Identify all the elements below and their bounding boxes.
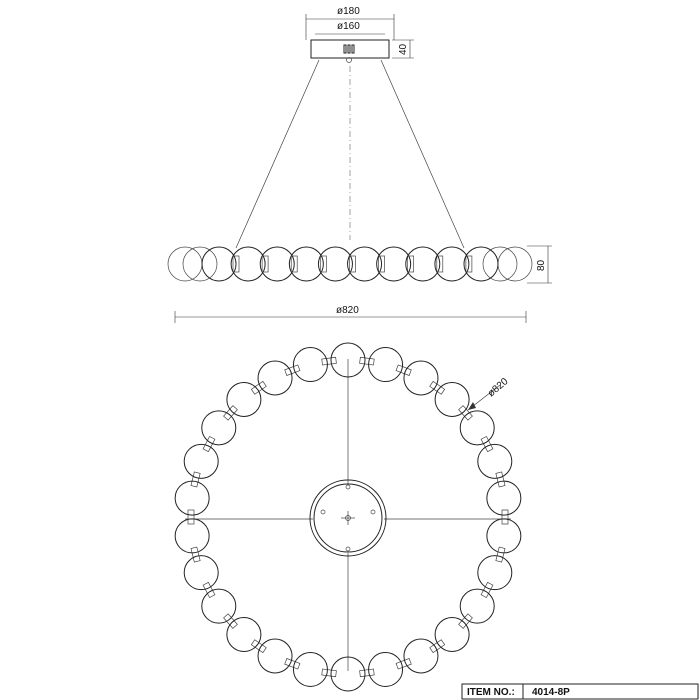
side-sphere-connector — [436, 255, 444, 273]
dim-canopy-height: 40 — [392, 39, 414, 59]
side-sphere-connector — [407, 255, 415, 273]
top-sphere-connector — [202, 435, 216, 453]
top-sphere — [257, 638, 293, 674]
top-sphere — [368, 651, 404, 687]
dim-canopy-height-label: 40 — [398, 43, 409, 55]
top-sphere-connector — [501, 509, 509, 525]
top-sphere — [330, 342, 366, 378]
top-sphere — [434, 381, 470, 417]
top-sphere — [174, 480, 210, 516]
top-sphere-connector — [395, 364, 412, 376]
top-sphere-connector — [359, 356, 375, 366]
top-sphere-connector — [429, 639, 446, 654]
dim-ring-width: ø820 — [174, 305, 527, 323]
dim-ring-width-label: ø820 — [336, 305, 359, 316]
side-view: ø180 ø160 40 80 ø820 — [167, 6, 552, 323]
top-sphere-connector — [480, 581, 494, 599]
top-sphere — [292, 347, 328, 383]
top-sphere-connector — [495, 471, 506, 488]
top-sphere — [486, 518, 522, 554]
top-sphere-connector — [250, 380, 267, 395]
dim-canopy-inner: ø160 — [315, 21, 385, 35]
top-sphere-connector — [458, 613, 473, 629]
side-sphere — [182, 246, 218, 282]
top-sphere-connector — [395, 658, 412, 670]
top-sphere — [477, 443, 513, 479]
item-number-label: ITEM NO.: — [467, 687, 515, 698]
top-sphere-connector — [321, 356, 337, 366]
side-sphere — [434, 246, 470, 282]
dim-ring-diameter-label: ø820 — [486, 376, 511, 399]
top-sphere-connector — [480, 435, 494, 453]
suspension-cable-right — [380, 59, 465, 249]
dim-ring-height-label: 80 — [536, 259, 547, 271]
top-sphere — [434, 617, 470, 653]
dim-ring-height: 80 — [527, 245, 552, 284]
top-sphere-connector — [190, 471, 201, 488]
top-sphere — [477, 555, 513, 591]
top-sphere-connector — [284, 364, 301, 376]
side-sphere — [347, 246, 383, 282]
dim-ring-diameter: ø820 — [467, 376, 511, 411]
side-sphere — [230, 246, 266, 282]
side-sphere — [317, 246, 353, 282]
side-sphere — [201, 246, 237, 282]
item-number-value: 4014-8P — [532, 687, 570, 698]
top-sphere — [368, 347, 404, 383]
top-sphere — [330, 656, 366, 692]
top-sphere-connector — [359, 668, 375, 678]
side-sphere — [167, 246, 203, 282]
side-sphere-connector — [290, 255, 298, 273]
top-sphere-connector — [187, 509, 195, 525]
dim-canopy-inner-label: ø160 — [337, 21, 360, 32]
top-sphere-connector — [190, 546, 201, 563]
side-sphere — [497, 246, 533, 282]
top-sphere — [201, 588, 237, 624]
top-sphere-connector — [202, 581, 216, 599]
side-sphere-connector — [465, 255, 473, 273]
top-sphere-connector — [284, 658, 301, 670]
top-sphere — [183, 555, 219, 591]
top-sphere — [201, 410, 237, 446]
side-sphere-connector — [349, 255, 356, 273]
side-sphere — [259, 246, 295, 282]
top-sphere-connector — [250, 639, 267, 654]
top-view-sphere-ring — [174, 342, 522, 692]
top-sphere-connector — [223, 405, 238, 421]
side-sphere — [288, 246, 324, 282]
top-sphere — [226, 381, 262, 417]
side-sphere — [405, 246, 441, 282]
top-sphere-connector — [321, 668, 337, 678]
top-sphere — [183, 443, 219, 479]
top-sphere — [257, 360, 293, 396]
top-view: ø820 — [174, 342, 522, 692]
top-sphere — [292, 651, 328, 687]
side-sphere-connector — [232, 255, 240, 273]
side-sphere-connector — [319, 255, 327, 273]
suspension-cable-left — [235, 59, 320, 249]
dim-canopy-outer: ø180 — [305, 6, 395, 40]
top-sphere — [403, 638, 439, 674]
side-view-sphere-ring — [167, 246, 533, 282]
top-sphere — [486, 480, 522, 516]
top-sphere-connector — [429, 380, 446, 395]
dim-canopy-outer-label: ø180 — [337, 6, 360, 17]
side-sphere — [376, 246, 412, 282]
top-sphere — [459, 588, 495, 624]
central-hub — [309, 479, 387, 557]
top-sphere-connector — [495, 546, 506, 563]
top-sphere-connector — [458, 405, 473, 421]
top-sphere-connector — [223, 613, 238, 629]
title-block: ITEM NO.: 4014-8P — [461, 683, 699, 700]
side-sphere-connector — [261, 255, 269, 273]
side-sphere — [463, 246, 499, 282]
top-sphere — [226, 617, 262, 653]
top-sphere — [174, 518, 210, 554]
top-sphere — [459, 410, 495, 446]
top-sphere — [403, 360, 439, 396]
side-sphere-connector — [378, 255, 385, 273]
side-sphere — [482, 246, 518, 282]
canopy — [310, 39, 390, 63]
